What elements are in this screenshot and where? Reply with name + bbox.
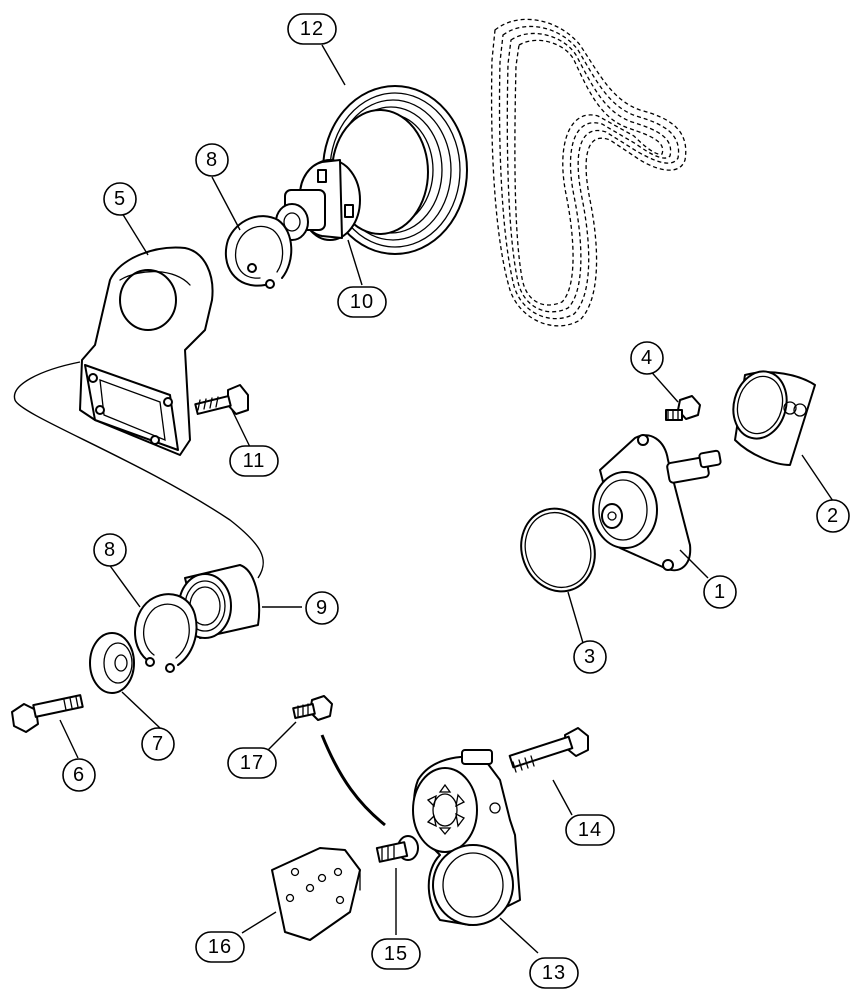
pump-part-1 bbox=[592, 434, 722, 572]
callout-7: 7 bbox=[141, 727, 175, 761]
callout-17: 17 bbox=[227, 747, 277, 779]
snap-ring-part-8-bottom bbox=[134, 593, 198, 673]
belt bbox=[490, 18, 687, 327]
assembly-line bbox=[13, 361, 264, 579]
o-ring-part-3 bbox=[520, 507, 596, 593]
callout-label: 14 bbox=[578, 819, 602, 841]
callout-label: 11 bbox=[243, 450, 266, 472]
hub-part-10 bbox=[275, 159, 361, 241]
callout-label: 10 bbox=[350, 291, 374, 313]
callout-label: 1 bbox=[714, 581, 726, 603]
callout-8-bottom: 8 bbox=[93, 533, 127, 567]
callout-4: 4 bbox=[630, 341, 664, 375]
bolt-part-15 bbox=[375, 835, 419, 863]
bolt-part-4 bbox=[665, 395, 701, 421]
snap-ring-part-8-top bbox=[224, 215, 293, 289]
tensioner-part-13 bbox=[412, 749, 521, 926]
callout-13: 13 bbox=[529, 957, 579, 989]
bolt-part-17 bbox=[292, 695, 333, 721]
callout-label: 6 bbox=[73, 764, 85, 786]
callout-14: 14 bbox=[565, 814, 615, 846]
plate-part-16 bbox=[271, 847, 361, 941]
callout-2: 2 bbox=[816, 499, 850, 533]
callout-label: 8 bbox=[104, 539, 116, 561]
callout-16: 16 bbox=[195, 931, 245, 963]
callout-label: 8 bbox=[206, 149, 218, 171]
callout-label: 2 bbox=[827, 505, 839, 527]
cover-part-2 bbox=[732, 370, 816, 466]
assembly-arc bbox=[320, 734, 386, 827]
washer-part-7 bbox=[89, 632, 135, 694]
bolt-part-11 bbox=[194, 384, 249, 415]
callout-label: 9 bbox=[316, 597, 328, 619]
bolt-part-6 bbox=[11, 694, 84, 733]
callout-label: 16 bbox=[208, 936, 232, 958]
callout-label: 4 bbox=[641, 347, 653, 369]
callout-15: 15 bbox=[371, 938, 421, 970]
callout-label: 13 bbox=[542, 962, 566, 984]
callout-1: 1 bbox=[703, 575, 737, 609]
callout-label: 3 bbox=[584, 646, 596, 668]
bracket-part-5 bbox=[79, 246, 214, 456]
callout-5: 5 bbox=[103, 182, 137, 216]
callout-8-top: 8 bbox=[195, 143, 229, 177]
callout-9: 9 bbox=[305, 591, 339, 625]
callout-3: 3 bbox=[573, 640, 607, 674]
callout-6: 6 bbox=[62, 758, 96, 792]
callout-label: 12 bbox=[300, 18, 324, 40]
callout-label: 15 bbox=[384, 943, 408, 965]
callout-10: 10 bbox=[337, 286, 387, 318]
leader-lines bbox=[59, 44, 834, 954]
bolt-part-14 bbox=[508, 727, 589, 773]
callout-label: 17 bbox=[240, 752, 264, 774]
callout-11: 11 bbox=[229, 445, 279, 477]
callout-12: 12 bbox=[287, 13, 337, 45]
callout-label: 7 bbox=[152, 733, 164, 755]
callout-label: 5 bbox=[114, 188, 126, 210]
